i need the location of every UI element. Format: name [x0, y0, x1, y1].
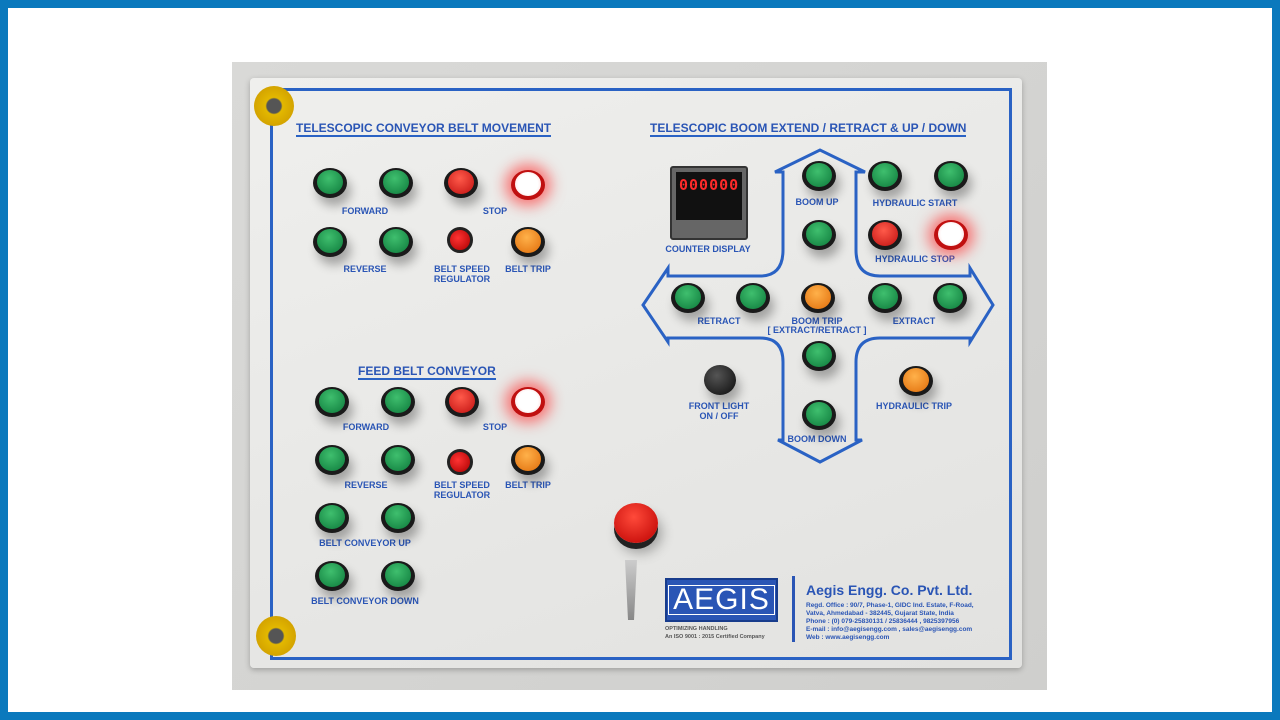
label-hydraulic-stop: HYDRAULIC STOP: [875, 254, 955, 264]
label-feed-belt-trip: BELT TRIP: [505, 480, 551, 490]
feed-forward-button-2[interactable]: [381, 387, 415, 417]
phone-line: Phone : (0) 079-25830131 / 25836444 , 98…: [806, 618, 960, 625]
label-boom-up: BOOM UP: [795, 197, 839, 207]
label-feed-forward: FORWARD: [342, 422, 390, 432]
feed-section-title: FEED BELT CONVEYOR: [358, 364, 496, 380]
panel-border: [270, 88, 1012, 660]
label-stop: STOP: [482, 206, 508, 216]
hydraulic-start-button[interactable]: [868, 161, 902, 191]
boom-down-button[interactable]: [802, 400, 836, 430]
stop-indicator-lamp: [511, 170, 545, 200]
conveyor-section-title: TELESCOPIC CONVEYOR BELT MOVEMENT: [296, 121, 552, 137]
forward-button[interactable]: [313, 168, 347, 198]
belt-conveyor-up-button[interactable]: [315, 503, 349, 533]
label-belt-conveyor-up: BELT CONVEYOR UP: [319, 538, 411, 548]
feed-stop-button[interactable]: [445, 387, 479, 417]
label-boom-down: BOOM DOWN: [787, 434, 847, 444]
label-feed-reverse: REVERSE: [344, 480, 388, 490]
stop-button[interactable]: [444, 168, 478, 198]
label-belt-trip: BELT TRIP: [505, 264, 551, 274]
belt-conveyor-down-button[interactable]: [315, 561, 349, 591]
forward-button-2[interactable]: [379, 168, 413, 198]
belt-trip-lamp: [511, 227, 545, 257]
reverse-button-2[interactable]: [379, 227, 413, 257]
label-reverse: REVERSE: [343, 264, 387, 274]
address-line: Regd. Office : 90/7, Phase-1, GIDC Ind. …: [806, 602, 974, 609]
screw-icon: [256, 616, 296, 656]
label-hydraulic-start: HYDRAULIC START: [872, 198, 958, 208]
boom-trip-lamp: [801, 283, 835, 313]
feed-forward-button[interactable]: [315, 387, 349, 417]
feed-belt-trip-lamp: [511, 445, 545, 475]
logo-text: AEGIS: [668, 585, 775, 615]
label-hydraulic-trip: HYDRAULIC TRIP: [876, 401, 952, 411]
counter-value: 000000: [676, 172, 742, 220]
retract-button-2[interactable]: [736, 283, 770, 313]
extract-button-2[interactable]: [933, 283, 967, 313]
extract-button[interactable]: [868, 283, 902, 313]
label-feed-regulator: BELT SPEED: [434, 480, 490, 490]
label-belt-conveyor-down: BELT CONVEYOR DOWN: [311, 596, 419, 606]
belt-conveyor-up-button-2[interactable]: [381, 503, 415, 533]
web-line: Web : www.aegisengg.com: [806, 634, 890, 641]
hydraulic-stop-button[interactable]: [868, 220, 902, 250]
label-counter-display: COUNTER DISPLAY: [665, 244, 751, 254]
label-feed-regulator-2: REGULATOR: [433, 490, 491, 500]
feed-stop-indicator-lamp: [511, 387, 545, 417]
hydraulic-trip-lamp: [899, 366, 933, 396]
hydraulic-stop-lamp: [934, 220, 968, 250]
label-regulator: BELT SPEED: [434, 264, 490, 274]
label-boom-trip-2: [ EXTRACT/RETRACT ]: [767, 325, 867, 335]
label-feed-stop: STOP: [482, 422, 508, 432]
feed-reverse-button-2[interactable]: [381, 445, 415, 475]
front-light-selector[interactable]: [704, 365, 736, 395]
reverse-button[interactable]: [313, 227, 347, 257]
label-front-light-2: ON / OFF: [699, 411, 739, 421]
company-info: Aegis Engg. Co. Pvt. Ltd. Regd. Office :…: [806, 582, 974, 642]
boom-up-button[interactable]: [802, 161, 836, 191]
feed-speed-regulator-knob[interactable]: [447, 449, 473, 475]
boom-section-title: TELESCOPIC BOOM EXTEND / RETRACT & UP / …: [650, 121, 967, 137]
belt-conveyor-down-button-2[interactable]: [381, 561, 415, 591]
counter-display: 000000: [670, 166, 748, 240]
label-front-light: FRONT LIGHT: [688, 401, 750, 411]
email-line: E-mail : info@aegisengg.com , sales@aegi…: [806, 626, 973, 633]
cross-arrow-outline: [641, 148, 995, 464]
feed-reverse-button[interactable]: [315, 445, 349, 475]
label-forward: FORWARD: [341, 206, 389, 216]
label-extract: EXTRACT: [892, 316, 936, 326]
iso-text: An ISO 9001 : 2015 Certified Company: [665, 634, 765, 640]
key-icon[interactable]: [625, 560, 637, 620]
address-line: Vatva, Ahmedabad - 382445, Gujarat State…: [806, 610, 954, 617]
company-name: Aegis Engg. Co. Pvt. Ltd.: [806, 582, 973, 598]
retract-button[interactable]: [671, 283, 705, 313]
label-regulator-2: REGULATOR: [433, 274, 491, 284]
belt-speed-regulator-knob[interactable]: [447, 227, 473, 253]
label-retract: RETRACT: [697, 316, 741, 326]
divider: [792, 576, 795, 642]
boom-up-button-2[interactable]: [802, 220, 836, 250]
boom-down-button-2[interactable]: [802, 341, 836, 371]
screw-icon: [254, 86, 294, 126]
tagline: OPTIMIZING HANDLING: [665, 626, 728, 632]
label-boom-trip: BOOM TRIP: [791, 316, 843, 326]
emergency-stop-button[interactable]: [614, 503, 658, 543]
aegis-logo: AEGIS: [665, 578, 778, 622]
hydraulic-start-button-2[interactable]: [934, 161, 968, 191]
